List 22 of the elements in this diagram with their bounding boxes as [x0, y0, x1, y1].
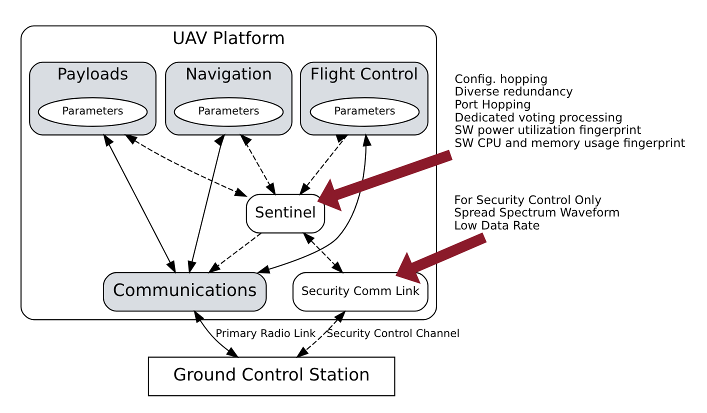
- arrow: [194, 310, 240, 358]
- edge-label: Security Control Channel: [326, 326, 460, 340]
- node-text: Config. hopping Diverse redundancy Port Hopping Dedicated voting processing SW power utilization fingerprint SW CPU and memory usage fingerprint: [454, 72, 686, 150]
- node-text: For Security Control Only Spread Spectrum Waveform Low Data Rate: [454, 192, 620, 233]
- edge-label: Primary Radio Link: [216, 326, 316, 340]
- arrow: [299, 134, 350, 196]
- arrow: [188, 134, 226, 274]
- arrow: [256, 133, 372, 274]
- arrow: [240, 134, 276, 196]
- arrow: [208, 232, 262, 274]
- arrow: [296, 310, 346, 358]
- node-box: Security Comm Link: [292, 272, 428, 312]
- node-ellipse: Parameters: [38, 97, 148, 127]
- arrow: [103, 134, 176, 274]
- arrow: [396, 232, 487, 284]
- node-ellipse: Parameters: [174, 97, 284, 127]
- arrow: [124, 134, 248, 197]
- node-box: Sentinel: [246, 194, 326, 234]
- node-ellipse: Parameters: [310, 97, 420, 127]
- node-box: Communications: [102, 272, 267, 312]
- node-box: Ground Control Station: [148, 356, 396, 396]
- arrow: [302, 232, 344, 274]
